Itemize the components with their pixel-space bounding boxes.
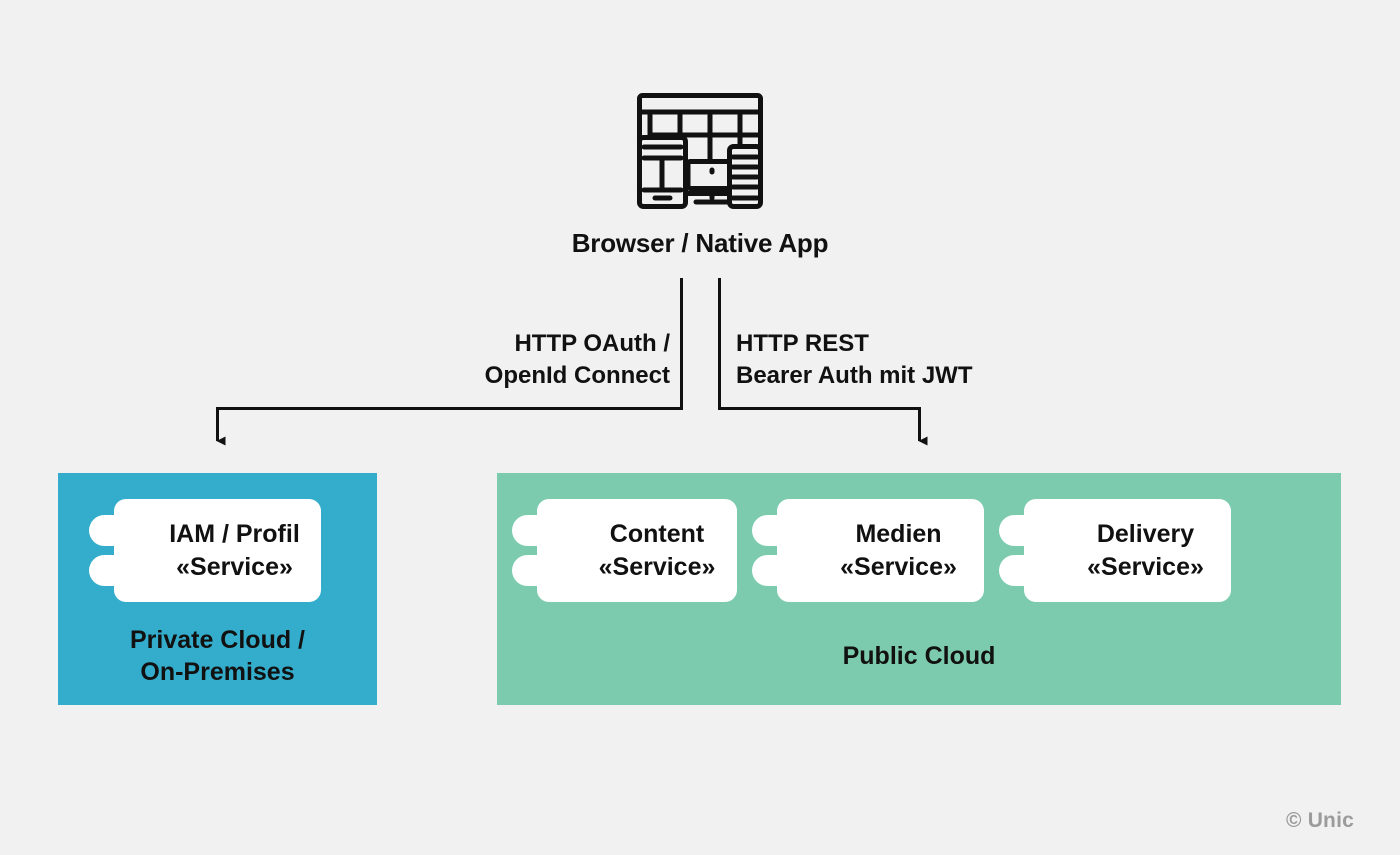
zone-public-cloud: Content «Service» Medien «Service» Deliv…: [497, 473, 1341, 705]
uml-socket-tab-lower-icon: [747, 550, 807, 591]
edge-label-rest: HTTP REST Bearer Auth mit JWT: [736, 330, 973, 389]
component-label-medien: Medien «Service»: [840, 520, 957, 581]
edge-label-oauth: HTTP OAuth / OpenId Connect: [484, 330, 670, 389]
uml-socket-tab-lower-icon: [507, 550, 567, 591]
component-row-public: Content «Service» Medien «Service» Deliv…: [507, 499, 1231, 602]
uml-socket-tab-upper-icon: [507, 510, 567, 551]
component-content[interactable]: Content «Service»: [507, 499, 737, 602]
copyright-notice: © Unic: [1285, 809, 1354, 832]
component-iam-profil[interactable]: IAM / Profil «Service»: [84, 499, 321, 602]
uml-socket-tab-lower-icon: [84, 550, 144, 591]
component-label-iam: IAM / Profil «Service»: [169, 520, 300, 581]
uml-socket-tab-upper-icon: [84, 510, 144, 551]
client-label: Browser / Native App: [571, 228, 829, 258]
multi-device-browser-icon: [637, 93, 763, 209]
uml-socket-tab-lower-icon: [994, 550, 1054, 591]
component-delivery[interactable]: Delivery «Service»: [994, 499, 1231, 602]
zone-private-cloud: IAM / Profil «Service» Private Cloud / O…: [58, 473, 377, 705]
zone-caption-public-cloud: Public Cloud: [842, 642, 996, 670]
component-medien[interactable]: Medien «Service»: [747, 499, 984, 602]
uml-socket-tab-upper-icon: [994, 510, 1054, 551]
uml-socket-tab-upper-icon: [747, 510, 807, 551]
component-label-delivery: Delivery «Service»: [1087, 520, 1204, 581]
component-row-private: IAM / Profil «Service»: [84, 499, 321, 602]
client-node: Browser / Native App: [560, 92, 840, 259]
zone-caption-private-cloud: Private Cloud / On-Premises: [129, 626, 306, 686]
component-label-content: Content «Service»: [598, 520, 716, 581]
